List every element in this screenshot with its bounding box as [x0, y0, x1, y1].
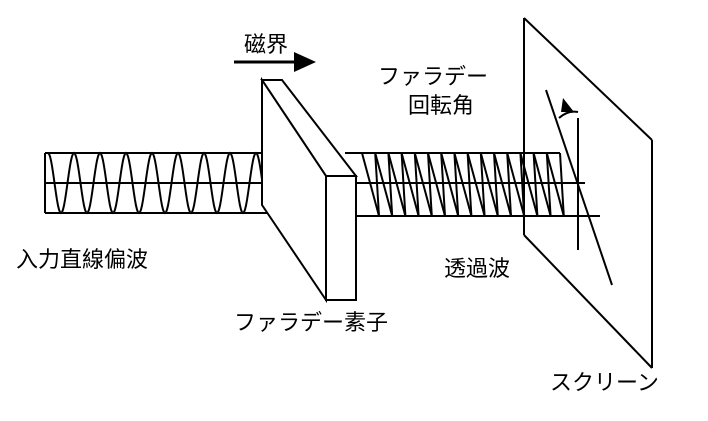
transmitted-wave-stroke: [387, 152, 407, 217]
transmitted-wave-stroke: [466, 152, 486, 217]
transmitted-wave-stroke: [479, 152, 486, 217]
transmitted-wave-stroke: [413, 152, 433, 217]
faraday-rotation-label-line2: 回転角: [408, 94, 474, 119]
transmitted-wave-stroke: [427, 152, 446, 217]
transmitted-wave-stroke: [440, 152, 446, 217]
transmitted-wave-stroke: [479, 152, 499, 217]
faraday-element: [260, 76, 359, 304]
transmitted-wave-stroke: [493, 152, 499, 217]
transmitted-wave-stroke: [400, 152, 407, 217]
rotation-angle-arrowhead: [561, 98, 574, 112]
transmitted-wave-stroke: [413, 152, 420, 217]
transmitted-wave-stroke: [532, 152, 539, 217]
rotation-angle-indicator: [545, 89, 613, 286]
screen: [523, 17, 653, 369]
faraday-element-label: ファラデー素子: [234, 311, 388, 336]
transmitted-wave-stroke: [559, 152, 565, 217]
magnetic-field-arrow: [234, 52, 316, 72]
transmitted-wave-stroke: [427, 152, 433, 217]
transmitted-wave-stroke: [453, 152, 460, 217]
input-wave-sine: [47, 151, 289, 215]
transmitted-wave-stroke: [545, 152, 552, 217]
rotation-angle-arc: [558, 110, 579, 119]
transmitted-wave-stroke: [361, 152, 380, 217]
transmitted-wave-stroke: [440, 152, 460, 217]
transmitted-wave: [345, 152, 600, 217]
transmitted-wave-stroke: [506, 152, 512, 217]
rotated-polarization-line: [545, 89, 613, 286]
screen-bottom-edge: [523, 234, 653, 369]
input-wave: [44, 151, 292, 215]
transmitted-wave-stroke: [532, 152, 552, 217]
transmitted-wave-stroke: [374, 152, 380, 217]
transmitted-wave-stroke: [387, 152, 394, 217]
magnetic-field-arrowhead: [294, 52, 316, 72]
transmitted-wave-stroke: [400, 152, 420, 217]
transmitted-wave-stroke: [453, 152, 473, 217]
input-wave-label: 入力直線偏波: [16, 248, 148, 273]
faraday-rotation-label-line1: ファラデー: [378, 65, 488, 90]
screen-label: スクリーン: [550, 371, 659, 396]
transmitted-wave-stroke: [545, 152, 565, 217]
transmitted-wave-stroke: [493, 152, 512, 217]
transmitted-wave-stroke: [374, 152, 394, 217]
screen-top-edge: [523, 17, 653, 141]
faraday-element-front-face: [325, 175, 357, 301]
magnetic-field-label: 磁界: [244, 33, 288, 58]
transmitted-wave-stroke: [466, 152, 473, 217]
transmitted-wave-label: 透過波: [444, 257, 510, 282]
transmitted-wave-rotated-strokes: [361, 152, 565, 217]
transmitted-wave-stroke: [506, 152, 526, 217]
